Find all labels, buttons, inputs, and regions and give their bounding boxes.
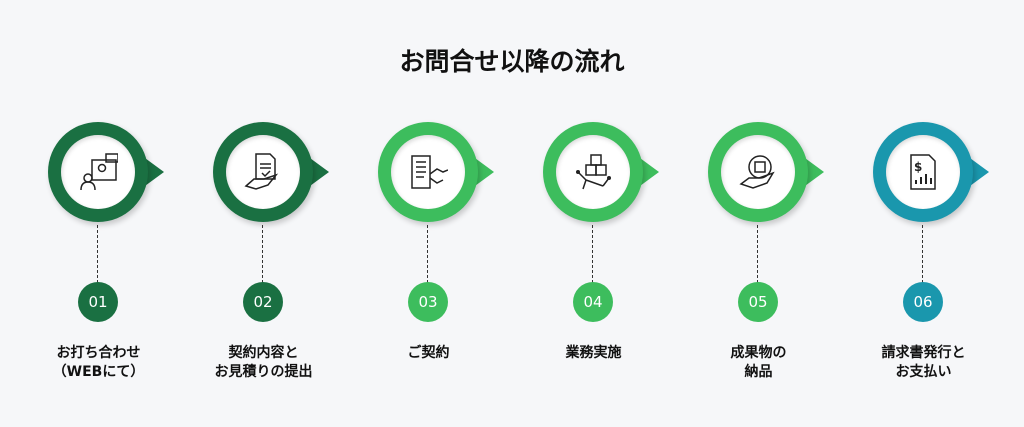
flow-step-06: $ 06 請求書発行とお支払い xyxy=(841,0,1006,427)
dashed-connector xyxy=(262,225,263,283)
flow-step-03: 03 ご契約 xyxy=(346,0,511,427)
step-label-line1: 請求書発行と xyxy=(881,345,966,361)
dashed-connector xyxy=(592,225,593,283)
step-label: ご契約 xyxy=(346,344,511,363)
step-label-line2: お見積りの提出 xyxy=(214,364,313,380)
step-label-line1: 契約内容と xyxy=(228,345,299,361)
invoice-icon: $ xyxy=(910,154,936,190)
web-meeting-icon xyxy=(80,153,118,191)
flow-step-05: 05 成果物の納品 xyxy=(676,0,841,427)
step-label: お打ち合わせ （WEBにて） xyxy=(16,344,181,382)
dashed-connector xyxy=(922,225,923,283)
step-icon-circle xyxy=(61,135,135,209)
step-number: 05 xyxy=(738,282,778,322)
document-hand-icon xyxy=(244,153,279,190)
svg-text:$: $ xyxy=(914,160,922,174)
flow-step-04: 04 業務実施 xyxy=(511,0,676,427)
flow-step-02: 02 契約内容とお見積りの提出 xyxy=(181,0,346,427)
step-label-line2: （WEBにて） xyxy=(52,364,145,380)
step-label-line2: 納品 xyxy=(744,364,773,380)
step-label: 契約内容とお見積りの提出 xyxy=(181,344,346,382)
box-hand-icon xyxy=(739,155,775,189)
step-icon-circle xyxy=(226,135,300,209)
cubes-network-icon xyxy=(576,154,611,190)
step-icon-circle: $ xyxy=(886,135,960,209)
step-number: 04 xyxy=(573,282,613,322)
step-label: 請求書発行とお支払い xyxy=(841,344,1006,382)
step-label: 業務実施 xyxy=(511,344,676,363)
step-label-line2: お支払い xyxy=(895,364,952,380)
step-number: 03 xyxy=(408,282,448,322)
contract-handshake-icon xyxy=(411,155,448,189)
step-icon-circle xyxy=(556,135,630,209)
step-number: 01 xyxy=(78,282,118,322)
step-icon-circle xyxy=(721,135,795,209)
step-icon-circle xyxy=(391,135,465,209)
step-label: 成果物の納品 xyxy=(676,344,841,382)
page-title: お問合せ以降の流れ xyxy=(399,47,625,76)
step-label-line1: お打ち合わせ xyxy=(56,345,141,361)
flow-step-01: 01 お打ち合わせ （WEBにて） xyxy=(16,0,181,427)
dashed-connector xyxy=(97,225,98,283)
dashed-connector xyxy=(757,225,758,283)
step-label-line1: 成果物の xyxy=(730,345,787,361)
dashed-connector xyxy=(427,225,428,283)
step-label-line1: ご契約 xyxy=(407,345,450,361)
step-label-line1: 業務実施 xyxy=(565,345,622,361)
step-number: 02 xyxy=(243,282,283,322)
step-number: 06 xyxy=(903,282,943,322)
